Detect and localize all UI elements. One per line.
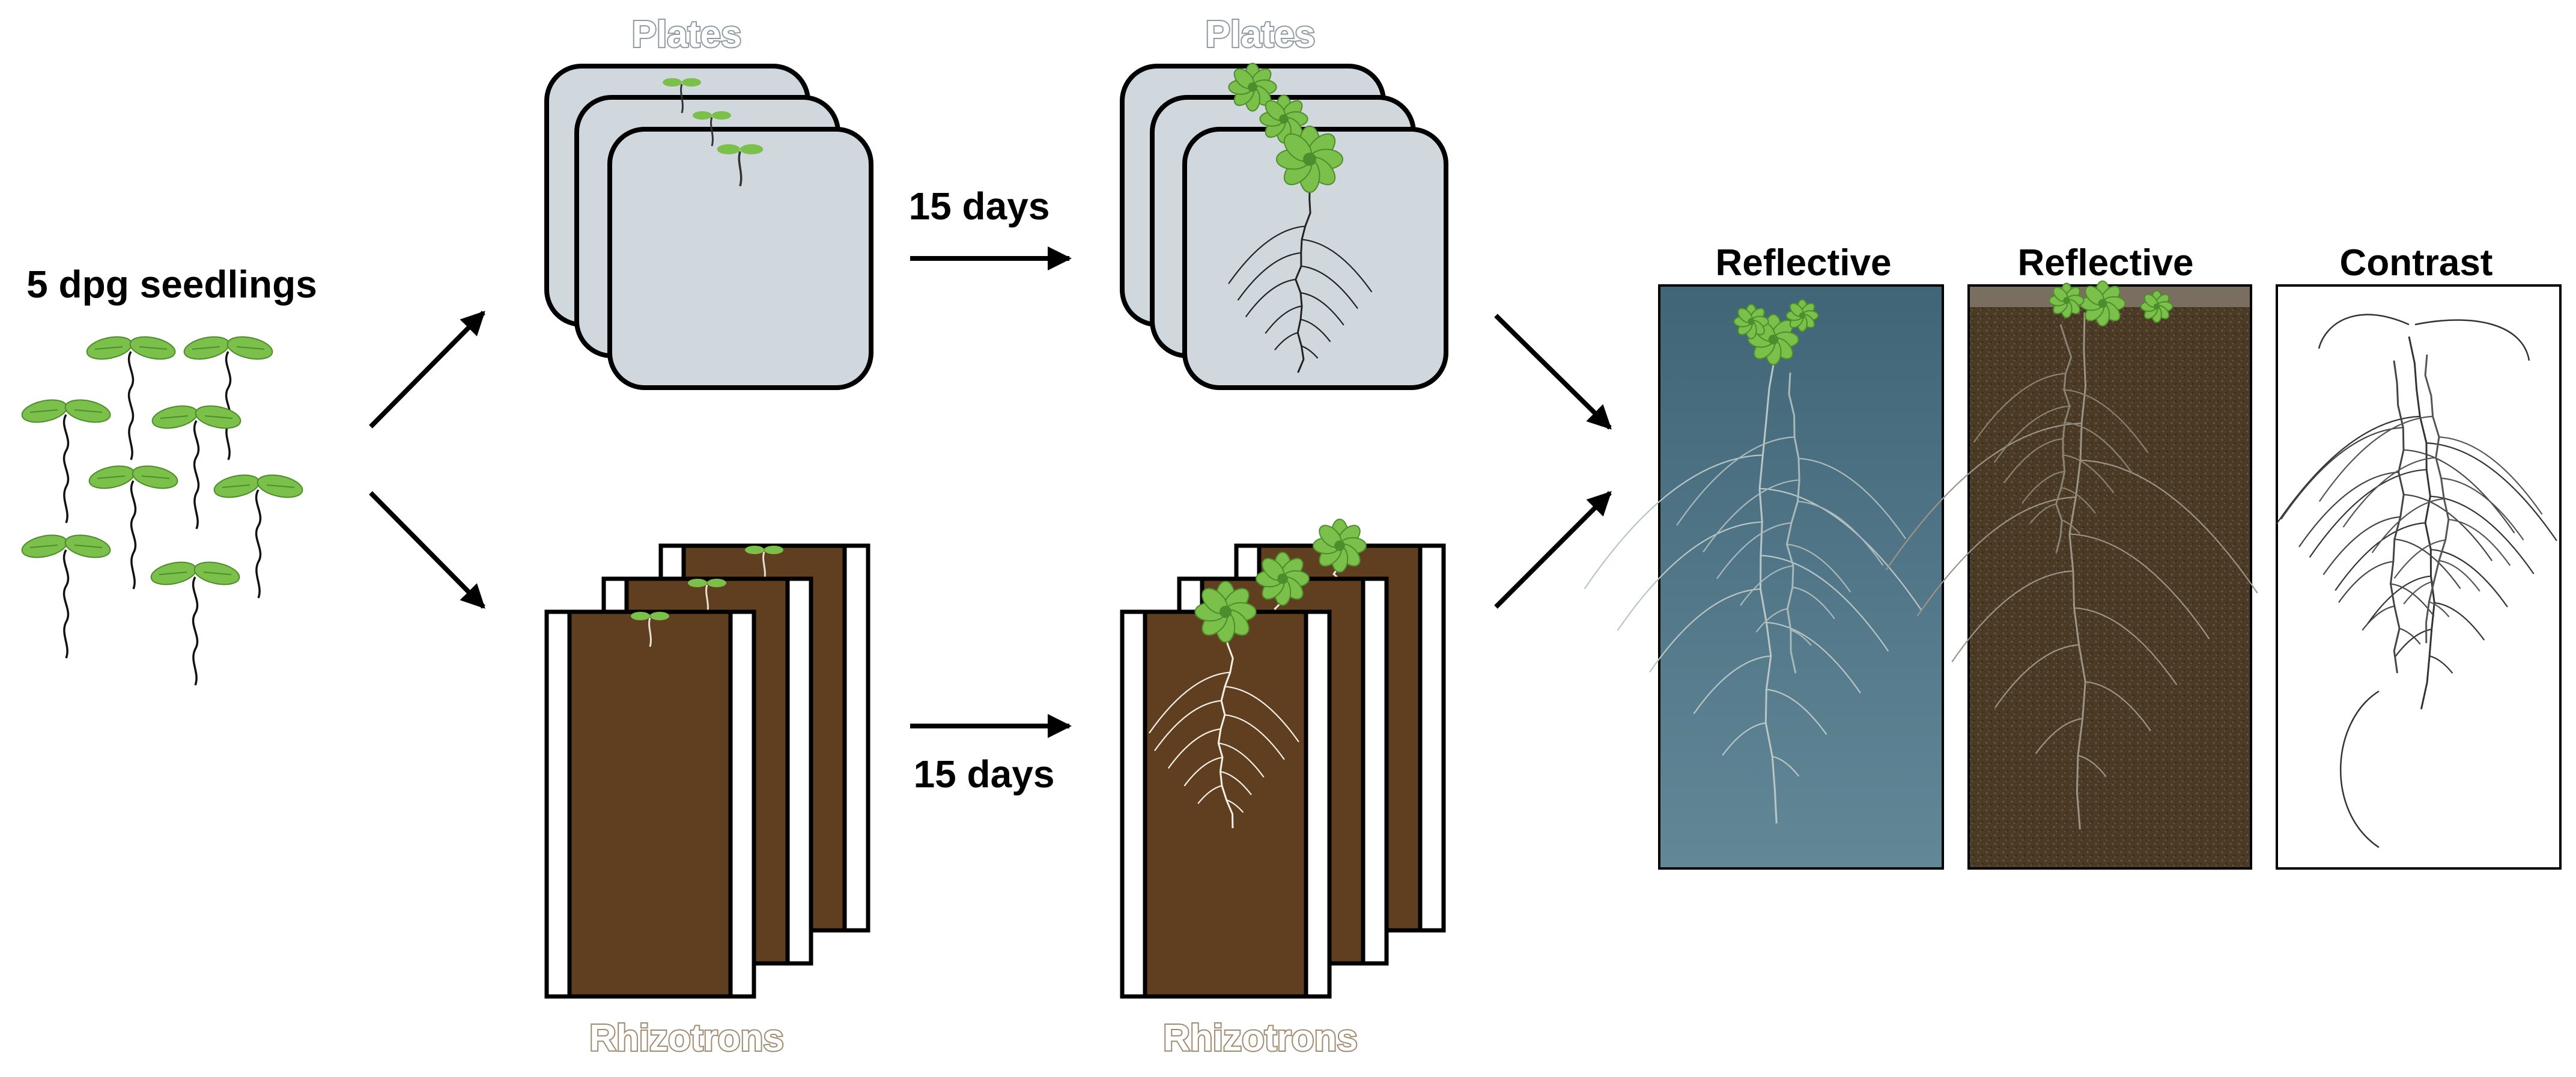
- rosette-icon: [2049, 282, 2085, 319]
- rosette-icon: [1313, 519, 1367, 573]
- seedlings-label: 5 dpg seedlings: [26, 263, 317, 306]
- rosette-icon: [1276, 126, 1343, 193]
- rosette-icon: [2140, 290, 2174, 323]
- plates-stack-left: [544, 64, 873, 390]
- photo-agar-plate: [1584, 284, 1944, 870]
- photo-title-reflective-1: Reflective: [1716, 242, 1892, 284]
- plates-label-left: Plates: [632, 14, 742, 55]
- seedling-icon: [663, 78, 701, 114]
- seedlings-group: [21, 336, 303, 686]
- arrow-to-plates: [369, 311, 485, 429]
- rosette-icon: [1194, 581, 1257, 643]
- arrow-to-rhizotrons: [369, 491, 485, 609]
- rosette-icon: [1256, 552, 1310, 606]
- arrow-rhizotrons-to-imaging: [1494, 491, 1612, 609]
- rhizotrons-stack-left: [544, 543, 870, 999]
- grown-plants: [1228, 63, 1373, 373]
- days-label-top: 15 days: [909, 185, 1050, 228]
- rhizotron: [544, 609, 756, 999]
- rosette-icon: [1733, 304, 1769, 340]
- seedling-icon: [151, 405, 242, 529]
- seedling-icon: [183, 336, 273, 460]
- seedling-icon: [86, 336, 176, 460]
- arrow-plates-to-imaging: [1494, 314, 1612, 430]
- small-seedlings: [663, 78, 764, 187]
- rhizotrons-stack-right: [1120, 519, 1446, 999]
- seedling-icon: [717, 144, 764, 187]
- rosette-icon: [1228, 63, 1277, 112]
- seedling-icon: [213, 474, 303, 599]
- days-label-bottom: 15 days: [914, 752, 1055, 796]
- seedling-icon: [88, 465, 178, 590]
- seedling-icon: [693, 111, 731, 147]
- rhizotron: [1120, 581, 1332, 999]
- photo-contrast-image: [2276, 284, 2562, 870]
- rosette-icon: [2079, 280, 2126, 327]
- plates-label-right: Plates: [1206, 14, 1316, 55]
- rosette-icon: [1259, 94, 1308, 144]
- seedling-icon: [21, 399, 111, 523]
- seedling-icon: [21, 534, 111, 659]
- seedling-icon: [150, 561, 240, 686]
- rhizotrons-label-right: Rhizotrons: [1163, 1018, 1358, 1059]
- photo-soil-rhizotron: [1885, 280, 2258, 870]
- seedling-icon: [631, 612, 669, 647]
- plates-stack-right: [1120, 63, 1448, 390]
- rhizotrons-label-left: Rhizotrons: [589, 1018, 784, 1059]
- photo-title-reflective-2: Reflective: [2018, 242, 2194, 284]
- plate: [607, 127, 873, 390]
- rosette-icon: [1785, 299, 1819, 332]
- photo-title-contrast: Contrast: [2340, 242, 2493, 284]
